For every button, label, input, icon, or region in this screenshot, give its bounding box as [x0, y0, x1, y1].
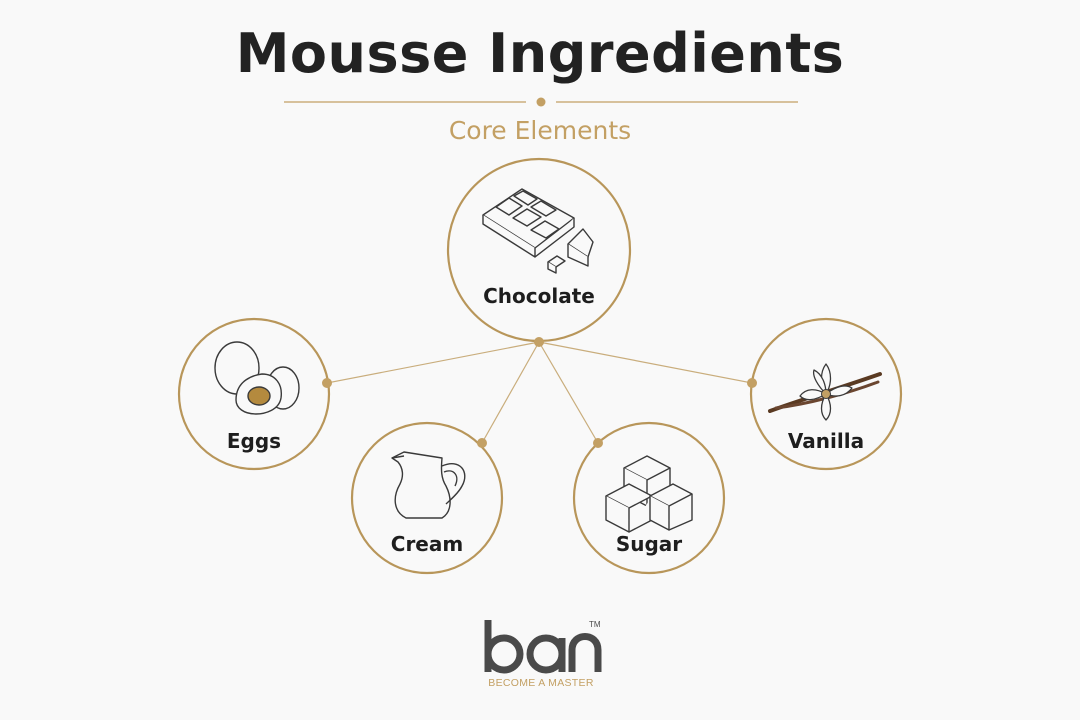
- logo-tagline: BECOME A MASTER: [488, 677, 594, 689]
- title-divider: [284, 97, 798, 107]
- page-title: Mousse Ingredients: [235, 22, 845, 85]
- node-label-vanilla: Vanilla: [787, 429, 865, 453]
- node-label-chocolate: Chocolate: [483, 284, 595, 308]
- subtitle: Core Elements: [448, 116, 632, 145]
- node-label-eggs: Eggs: [226, 429, 282, 453]
- connector-vanilla: [538, 341, 753, 384]
- chocolate-bar-icon: [482, 188, 594, 274]
- connectors: [326, 341, 753, 444]
- logo-trademark: TM: [589, 620, 601, 629]
- vanilla-flower-icon: [768, 363, 882, 421]
- connector-dot-sugar: [593, 438, 603, 448]
- eggs-icon: [214, 341, 300, 415]
- bam-logo: [484, 620, 602, 674]
- connector-dot-hub: [534, 337, 544, 347]
- connector-eggs: [326, 341, 540, 384]
- connector-dot-cream: [477, 438, 487, 448]
- connector-dot-eggs: [322, 378, 332, 388]
- node-label-sugar: Sugar: [615, 532, 683, 556]
- node-label-cream: Cream: [390, 532, 464, 556]
- sugar-cubes-icon: [605, 455, 693, 533]
- node-circle-chocolate: [446, 157, 632, 343]
- connector-sugar: [538, 341, 599, 444]
- connector-dot-vanilla: [747, 378, 757, 388]
- cream-jug-icon: [391, 451, 466, 519]
- connector-cream: [481, 341, 540, 444]
